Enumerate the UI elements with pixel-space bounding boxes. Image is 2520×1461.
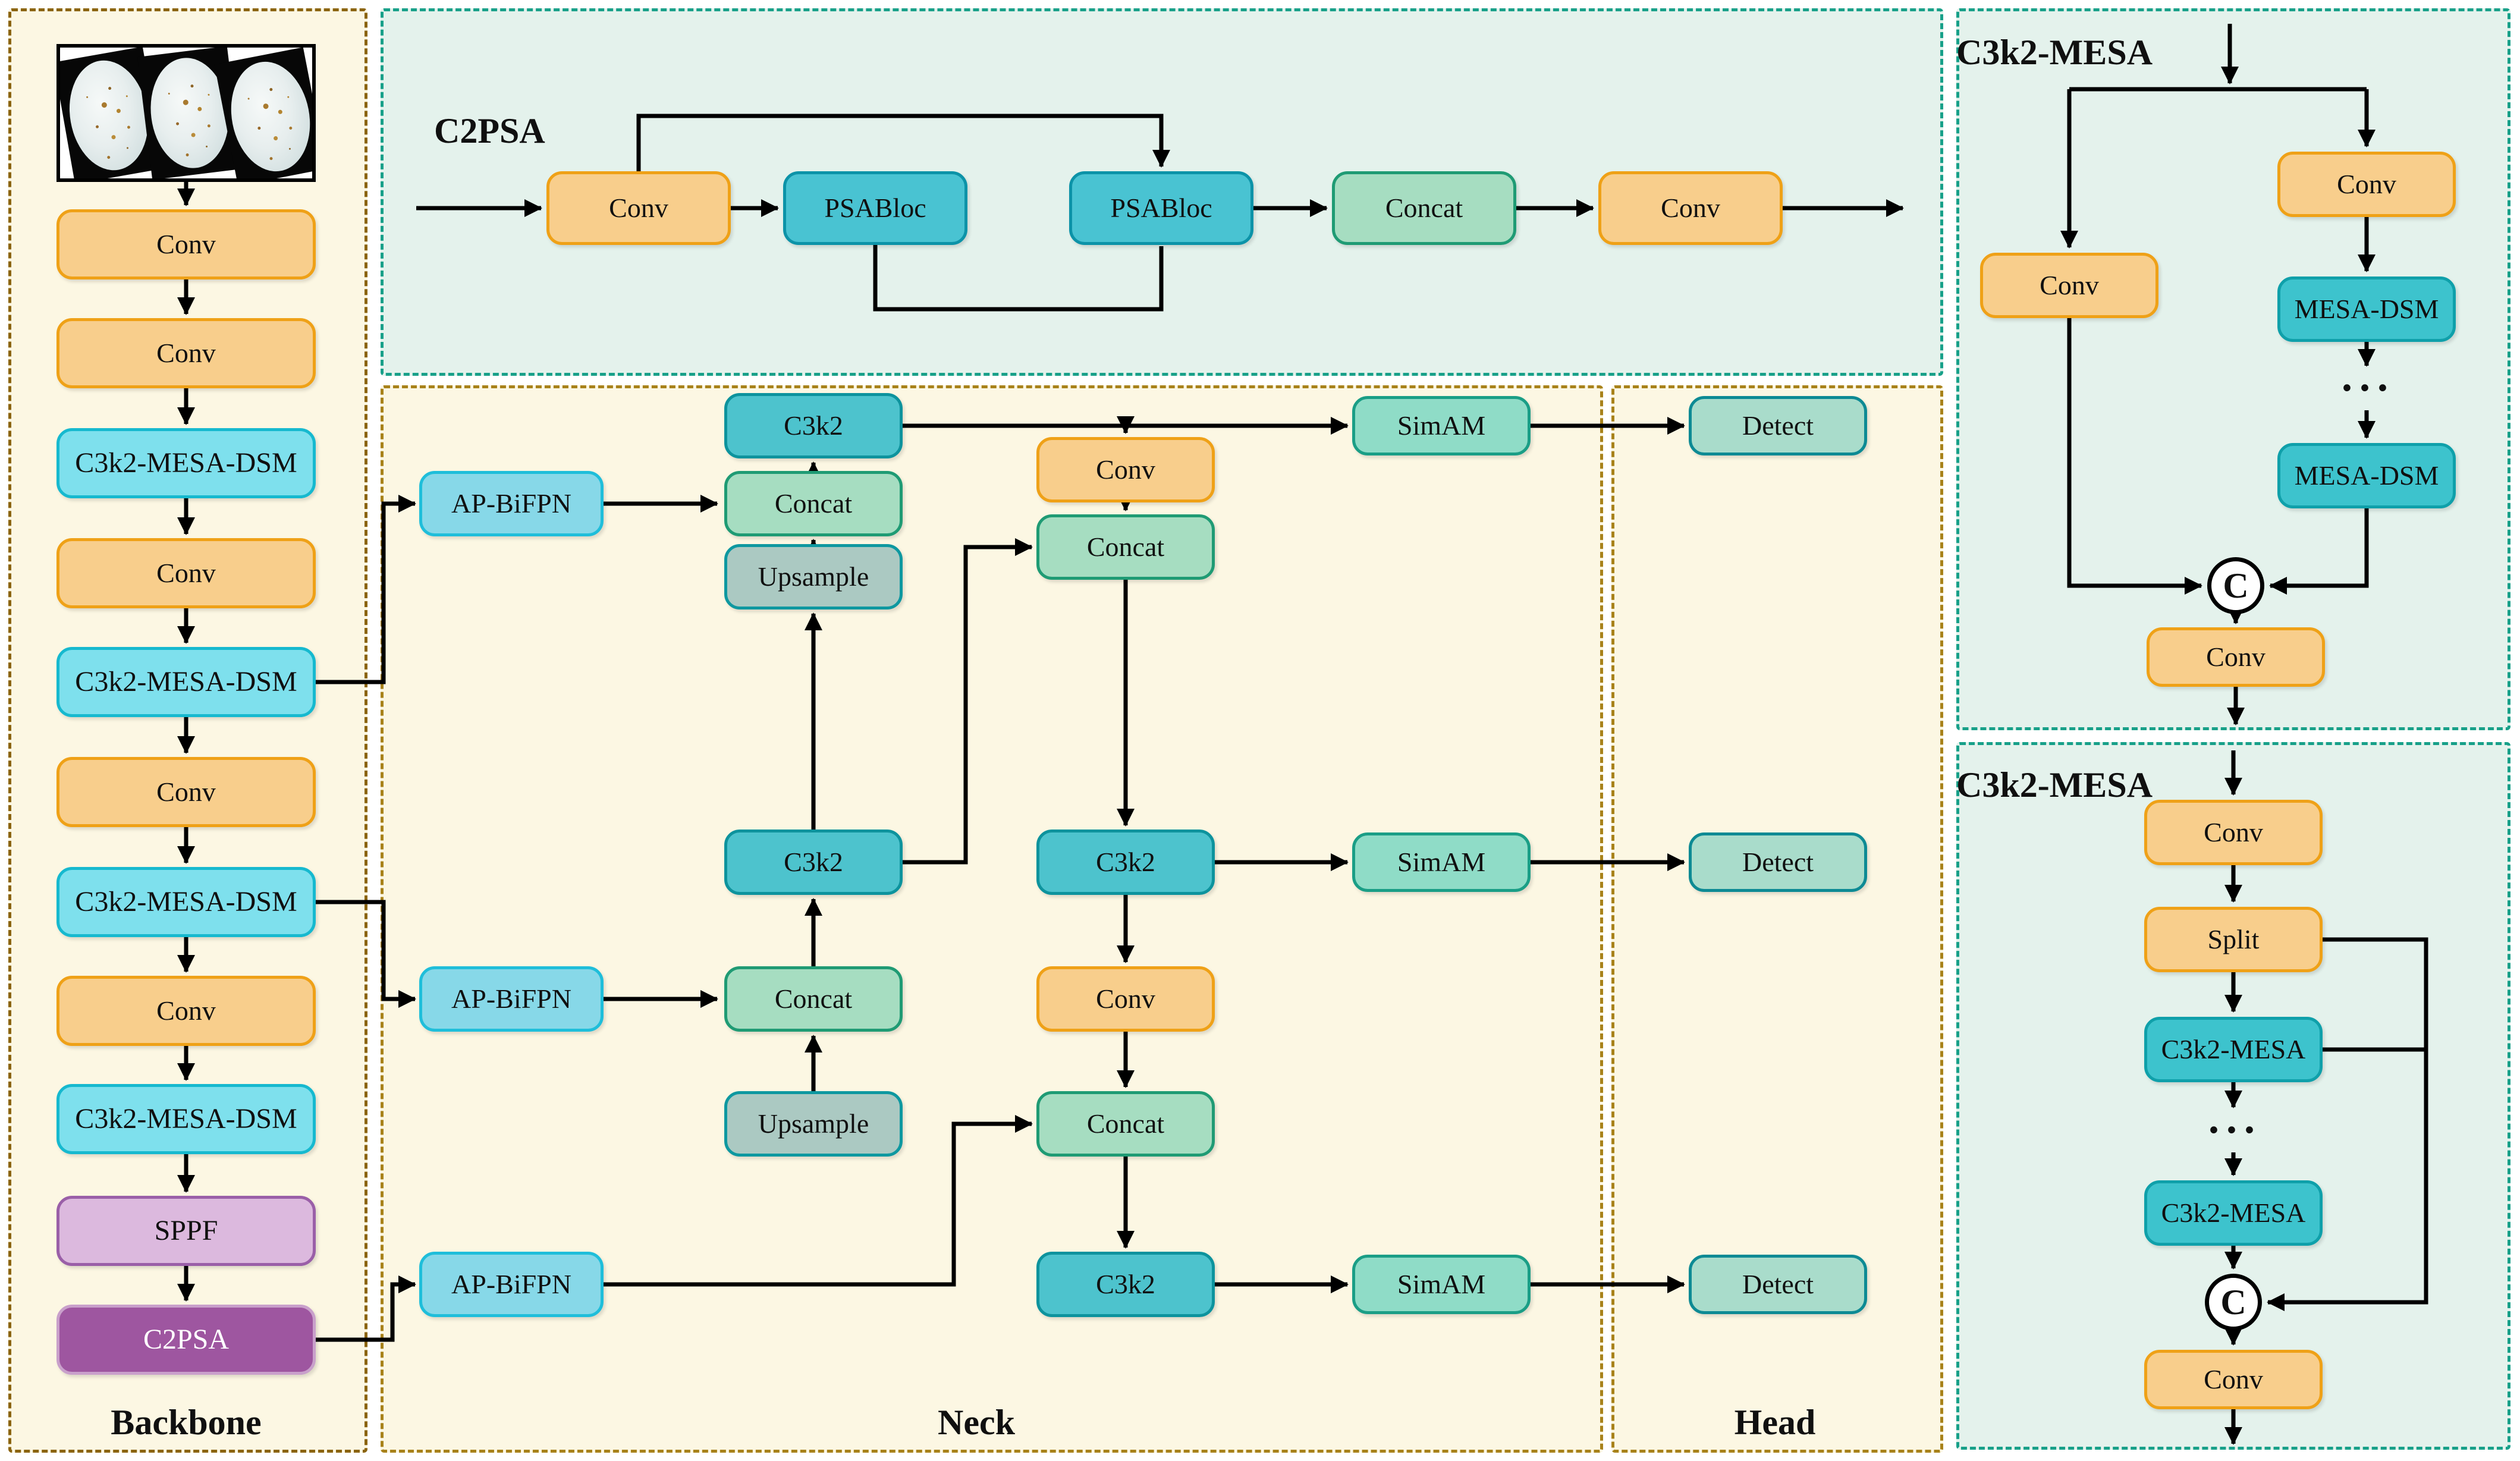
neck-c3k2-a2: C3k2 [724,830,903,895]
neck-conv-b1: Conv [1036,437,1215,502]
neck-label: Neck [938,1403,1015,1442]
neck-concat-a2: Concat [724,966,903,1032]
backbone-c3k2-mesa-dsm-2: C3k2-MESA-DSM [56,647,316,717]
backbone-c3k2-mesa-dsm-4: C3k2-MESA-DSM [56,1084,316,1154]
c2psa-concat: Concat [1332,171,1516,245]
neck-ap-bifpn-3: AP-BiFPN [419,1252,604,1317]
backbone-c3k2-mesa-dsm-1: C3k2-MESA-DSM [56,428,316,498]
c2psa-conv-out: Conv [1598,171,1783,245]
backbone-conv-2: Conv [56,318,316,388]
neck-c3k2-b3: C3k2 [1036,1252,1215,1317]
neck-simam-3: SimAM [1352,1255,1531,1314]
neck-ap-bifpn-2: AP-BiFPN [419,966,604,1032]
c3k2-mesa-dsm-detail-panel [1956,8,2510,730]
c3k2-mesa-split: Split [2144,907,2323,972]
neck-concat-b1: Concat [1036,514,1215,580]
mesa-dsm-conv-left: Conv [1980,253,2158,318]
mesa-dsm-conv-right: Conv [2277,152,2456,217]
c3k2-mesa-concat-circle: C [2205,1274,2262,1331]
mesa-dsm-block-2: MESA-DSM [2277,443,2456,508]
neck-c3k2-a1: C3k2 [724,393,903,458]
neck-c3k2-b2: C3k2 [1036,830,1215,895]
c2psa-psabloc-2: PSABloc [1069,171,1253,245]
head-detect-1: Detect [1689,396,1867,455]
input-image [56,44,316,182]
backbone-conv-1: Conv [56,209,316,279]
backbone-sppf: SPPF [56,1196,316,1266]
neck-ap-bifpn-1: AP-BiFPN [419,471,604,536]
mesa-dsm-conv-bottom: Conv [2147,627,2325,687]
c2psa-conv-in: Conv [546,171,731,245]
mesa-dsm-concat-circle: C [2207,557,2264,614]
neck-concat-b2: Concat [1036,1091,1215,1157]
head-detect-3: Detect [1689,1255,1867,1314]
c3k2-mesa-title: C3k2-MESA [1956,765,2153,805]
backbone-c2psa: C2PSA [56,1305,316,1375]
egg-image [222,55,312,178]
neck-upsample-a2: Upsample [724,1091,903,1157]
mesa-dsm-dots: ··· [2339,364,2394,411]
backbone-label: Backbone [111,1403,262,1442]
backbone-conv-5: Conv [56,976,316,1046]
head-label: Head [1734,1403,1816,1442]
head-detect-2: Detect [1689,832,1867,892]
c3k2-mesa-conv-1: Conv [2144,800,2323,865]
neck-concat-a1: Concat [724,471,903,536]
neck-simam-1: SimAM [1352,396,1531,455]
backbone-c3k2-mesa-dsm-3: C3k2-MESA-DSM [56,867,316,937]
backbone-conv-4: Conv [56,757,316,827]
neck-conv-b2: Conv [1036,966,1215,1032]
c3k2-mesa-block-2: C3k2-MESA [2144,1180,2323,1246]
neck-simam-2: SimAM [1352,832,1531,892]
c3k2-mesa-block-1: C3k2-MESA [2144,1017,2323,1082]
c2psa-psabloc-1: PSABloc [783,171,967,245]
mesa-dsm-title: C3k2-MESA [1956,33,2153,72]
backbone-conv-3: Conv [56,538,316,608]
mesa-dsm-block-1: MESA-DSM [2277,277,2456,342]
c3k2-mesa-dots: ··· [2206,1106,2261,1154]
c2psa-title: C2PSA [434,111,545,150]
c3k2-mesa-conv-2: Conv [2144,1350,2323,1409]
neck-upsample-a1: Upsample [724,544,903,609]
